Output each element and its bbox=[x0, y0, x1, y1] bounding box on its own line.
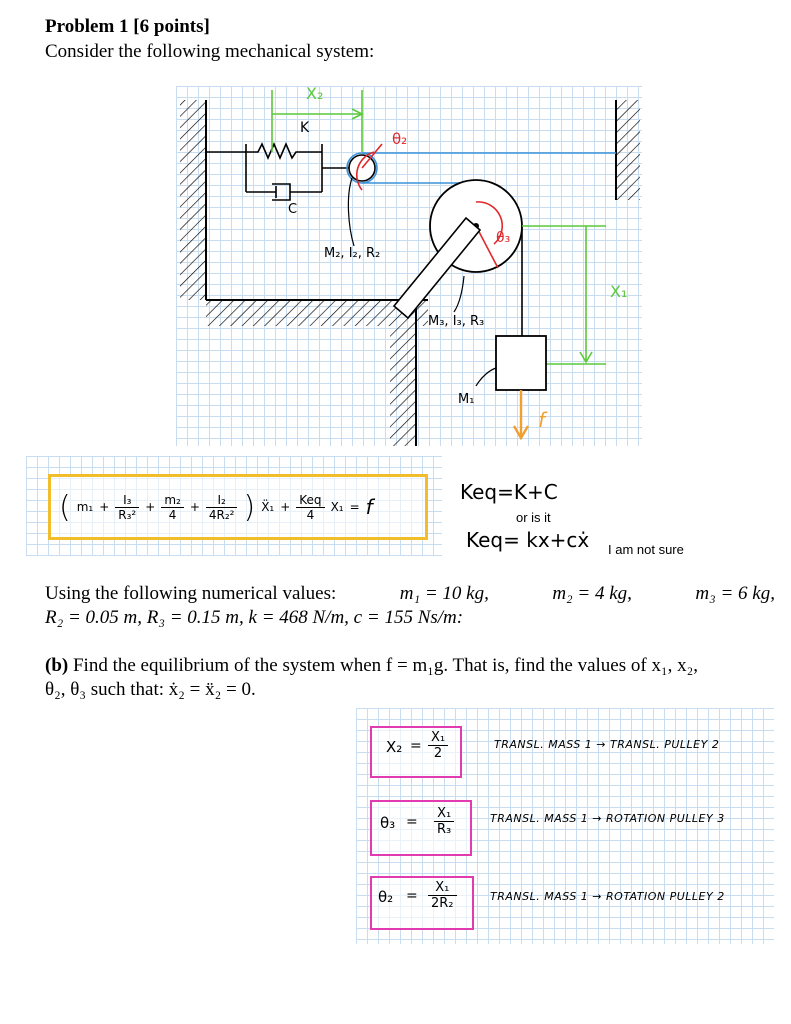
m2-label: M₂, I₂, R₂ bbox=[324, 246, 381, 261]
answer-3-lhs: θ₂ bbox=[378, 888, 394, 906]
eq-x1ddot: Ẍ₁ bbox=[261, 500, 275, 514]
f-label: f bbox=[538, 408, 546, 432]
m3-label: M₃, I₃, R₃ bbox=[428, 314, 485, 329]
values-lead: Using the following numerical values: bbox=[45, 583, 337, 604]
damper bbox=[246, 183, 322, 201]
m1-label: M₁ bbox=[458, 392, 475, 407]
part-b-line-2: θ₂, θ₃ such that: ẋ₂ = ẍ₂ = 0. bbox=[45, 679, 256, 700]
values-line-2: R₂ = 0.05 m, R₃ = 0.15 m, k = 468 N/m, c… bbox=[45, 607, 464, 628]
x1-dimension bbox=[522, 225, 606, 365]
force-arrow bbox=[512, 390, 530, 441]
part-b-text-1: Find the equilibrium of the system when … bbox=[72, 655, 698, 676]
eq-f: f bbox=[365, 495, 373, 519]
c-label: C bbox=[288, 202, 298, 217]
value-m1: m₁ = 10 kg, bbox=[399, 583, 489, 604]
problem-intro: Consider the following mechanical system… bbox=[45, 41, 375, 62]
lower-wall bbox=[390, 326, 416, 446]
theta2-label: θ₂ bbox=[392, 130, 408, 148]
theta3-label: θ₃ bbox=[496, 230, 511, 246]
x2-label: X₂ bbox=[306, 84, 324, 103]
note-or-is-it: or is it bbox=[516, 510, 551, 525]
value-m3: m₃ = 6 kg, bbox=[695, 583, 775, 604]
eq-x1: X₁ bbox=[330, 500, 344, 514]
eq-plus-2: + bbox=[145, 500, 156, 514]
k-label: K bbox=[300, 120, 310, 136]
answer-1-note: TRANSL. MASS 1 → TRANSL. PULLEY 2 bbox=[494, 738, 720, 751]
answer-box-1 bbox=[370, 726, 462, 778]
answer-box-2 bbox=[370, 800, 472, 856]
answer-2-note: TRANSL. MASS 1 → ROTATION PULLEY 3 bbox=[490, 812, 725, 825]
answer-2-lhs: θ₃ bbox=[380, 814, 396, 832]
pulley-arm bbox=[392, 216, 482, 320]
note-not-sure: I am not sure bbox=[608, 542, 684, 557]
left-wall bbox=[180, 100, 206, 300]
part-b-label: (b) bbox=[45, 655, 69, 676]
eq-m1: m₁ bbox=[76, 500, 94, 514]
eq-plus-3: + bbox=[189, 500, 200, 514]
part-b-line-1: (b) Find the equilibrium of the system w… bbox=[45, 654, 775, 678]
x1-label: X₁ bbox=[610, 282, 628, 301]
note-keq-1: Keq=K+C bbox=[460, 480, 558, 504]
system-figure: X₂ K C θ₂ θ₃ X₁ M₂, I₂, R₂ M₃, I₃, R₃ M₁… bbox=[176, 84, 642, 446]
eq-plus-1: + bbox=[99, 500, 110, 514]
answer-3-note: TRANSL. MASS 1 → ROTATION PULLEY 2 bbox=[490, 890, 725, 903]
x2-dimension bbox=[271, 90, 364, 152]
right-wall bbox=[616, 100, 640, 200]
floor-wall bbox=[206, 300, 428, 326]
note-keq-2: Keq= kx+cẋ bbox=[466, 528, 590, 552]
answer-box-3 bbox=[370, 876, 474, 930]
values-line-1: Using the following numerical values: m₁… bbox=[45, 582, 775, 606]
problem-title: Problem 1 [6 points] bbox=[45, 16, 210, 37]
eq-equals: = bbox=[349, 500, 360, 514]
value-m2: m₂ = 4 kg, bbox=[552, 583, 632, 604]
answer-1-lhs: X₂ bbox=[386, 738, 403, 756]
mass-1 bbox=[495, 335, 547, 391]
eq-plus-4: + bbox=[280, 500, 291, 514]
